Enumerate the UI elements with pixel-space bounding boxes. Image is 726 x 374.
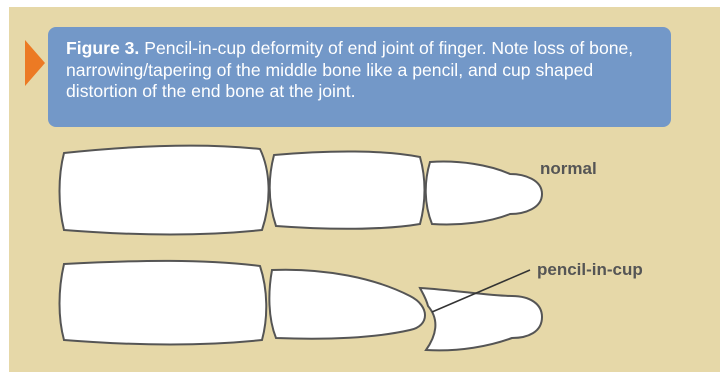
pencil-middle-phalanx — [269, 270, 425, 339]
normal-proximal-phalanx — [60, 146, 269, 235]
normal-middle-phalanx — [270, 151, 425, 228]
label-pencil-in-cup: pencil-in-cup — [537, 260, 643, 280]
pencil-in-cup-finger — [60, 261, 543, 351]
label-normal: normal — [540, 159, 597, 179]
normal-finger — [60, 146, 543, 235]
cup-distal-phalanx — [420, 288, 542, 350]
deformed-proximal-phalanx — [60, 261, 267, 345]
normal-distal-phalanx — [426, 162, 542, 225]
